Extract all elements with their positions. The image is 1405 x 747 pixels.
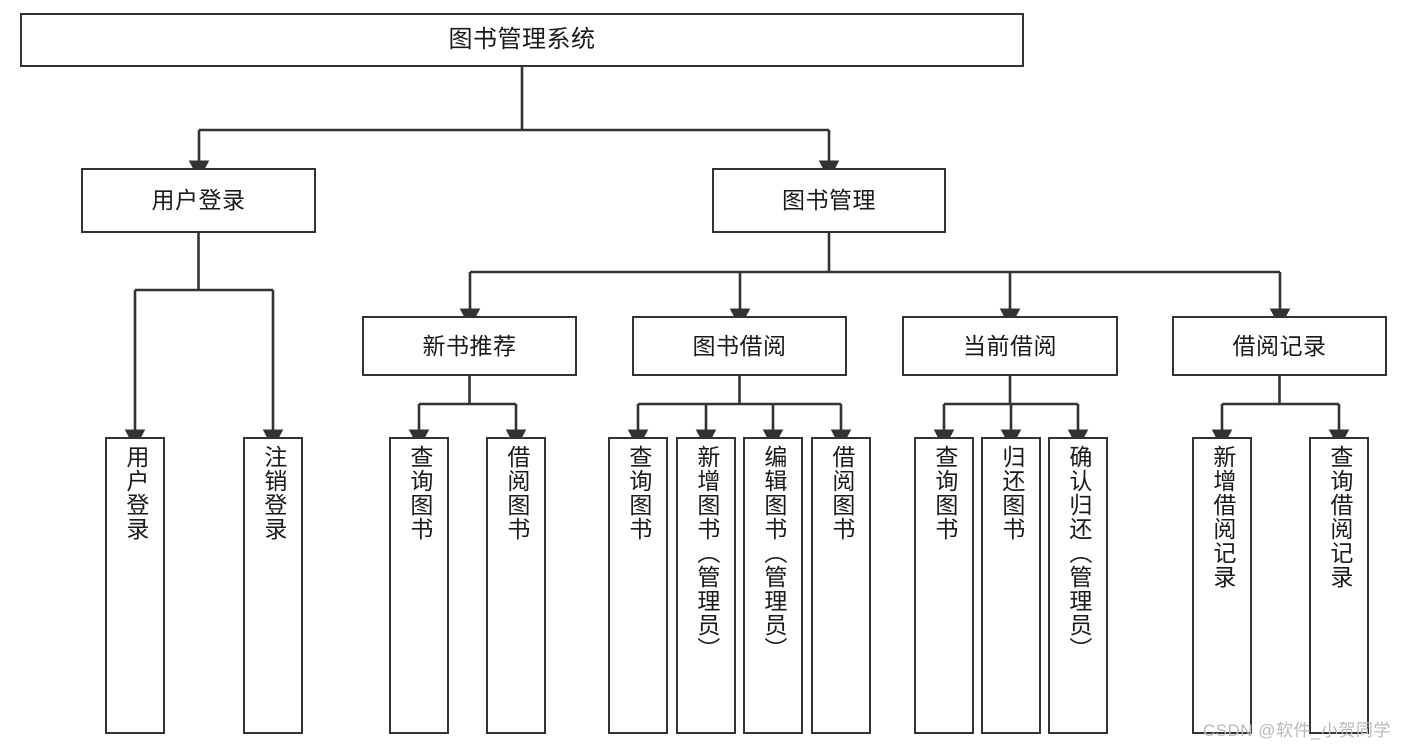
node-borrow[interactable]: 图书借阅 (632, 316, 847, 376)
node-label: 图书管理 (782, 187, 876, 214)
node-label: 借阅图书 (828, 445, 855, 541)
node-bookmgmt[interactable]: 图书管理 (712, 168, 946, 233)
node-root[interactable]: 图书管理系统 (20, 13, 1024, 67)
node-label: 当前借阅 (963, 332, 1057, 359)
node-label: 新增图书（管理员） (693, 445, 720, 661)
watermark: CSDN @软件_小贺同学 (1202, 721, 1391, 740)
node-leaf-borrow-book-1[interactable]: 借阅图书 (486, 437, 546, 734)
node-leaf-add-record[interactable]: 新增借阅记录 (1192, 437, 1252, 734)
node-leaf-query-book-2[interactable]: 查询图书 (608, 437, 668, 734)
node-newbook[interactable]: 新书推荐 (362, 316, 577, 376)
node-label: 借阅记录 (1232, 332, 1327, 359)
node-label: 用户登录 (151, 187, 246, 214)
node-label: 查询借阅记录 (1326, 445, 1353, 589)
node-label: 归还图书 (998, 445, 1025, 541)
node-label: 编辑图书（管理员） (760, 445, 787, 661)
node-label: 图书管理系统 (448, 26, 596, 54)
node-leaf-query-book-1[interactable]: 查询图书 (389, 437, 449, 734)
node-leaf-query-record[interactable]: 查询借阅记录 (1309, 437, 1369, 734)
node-label: 查询图书 (406, 445, 433, 541)
node-label: 确认归还（管理员） (1065, 445, 1092, 661)
node-leaf-add-book[interactable]: 新增图书（管理员） (676, 437, 736, 734)
node-leaf-user-login[interactable]: 用户登录 (105, 437, 165, 734)
node-label: 查询图书 (625, 445, 652, 541)
node-leaf-confirm-return[interactable]: 确认归还（管理员） (1048, 437, 1108, 734)
node-leaf-logout[interactable]: 注销登录 (243, 437, 303, 734)
node-label: 新增借阅记录 (1209, 445, 1236, 589)
node-login[interactable]: 用户登录 (81, 168, 316, 233)
node-leaf-query-book-3[interactable]: 查询图书 (914, 437, 974, 734)
node-label: 用户登录 (122, 445, 149, 541)
node-label: 借阅图书 (503, 445, 530, 541)
node-records[interactable]: 借阅记录 (1172, 316, 1387, 376)
node-label: 新书推荐 (422, 332, 517, 359)
node-leaf-edit-book[interactable]: 编辑图书（管理员） (743, 437, 803, 734)
node-current[interactable]: 当前借阅 (902, 316, 1118, 376)
node-label: 注销登录 (260, 445, 287, 541)
node-leaf-borrow-book-2[interactable]: 借阅图书 (811, 437, 871, 734)
node-label: 图书借阅 (692, 332, 787, 359)
node-leaf-return-book[interactable]: 归还图书 (981, 437, 1041, 734)
node-label: 查询图书 (931, 445, 958, 541)
